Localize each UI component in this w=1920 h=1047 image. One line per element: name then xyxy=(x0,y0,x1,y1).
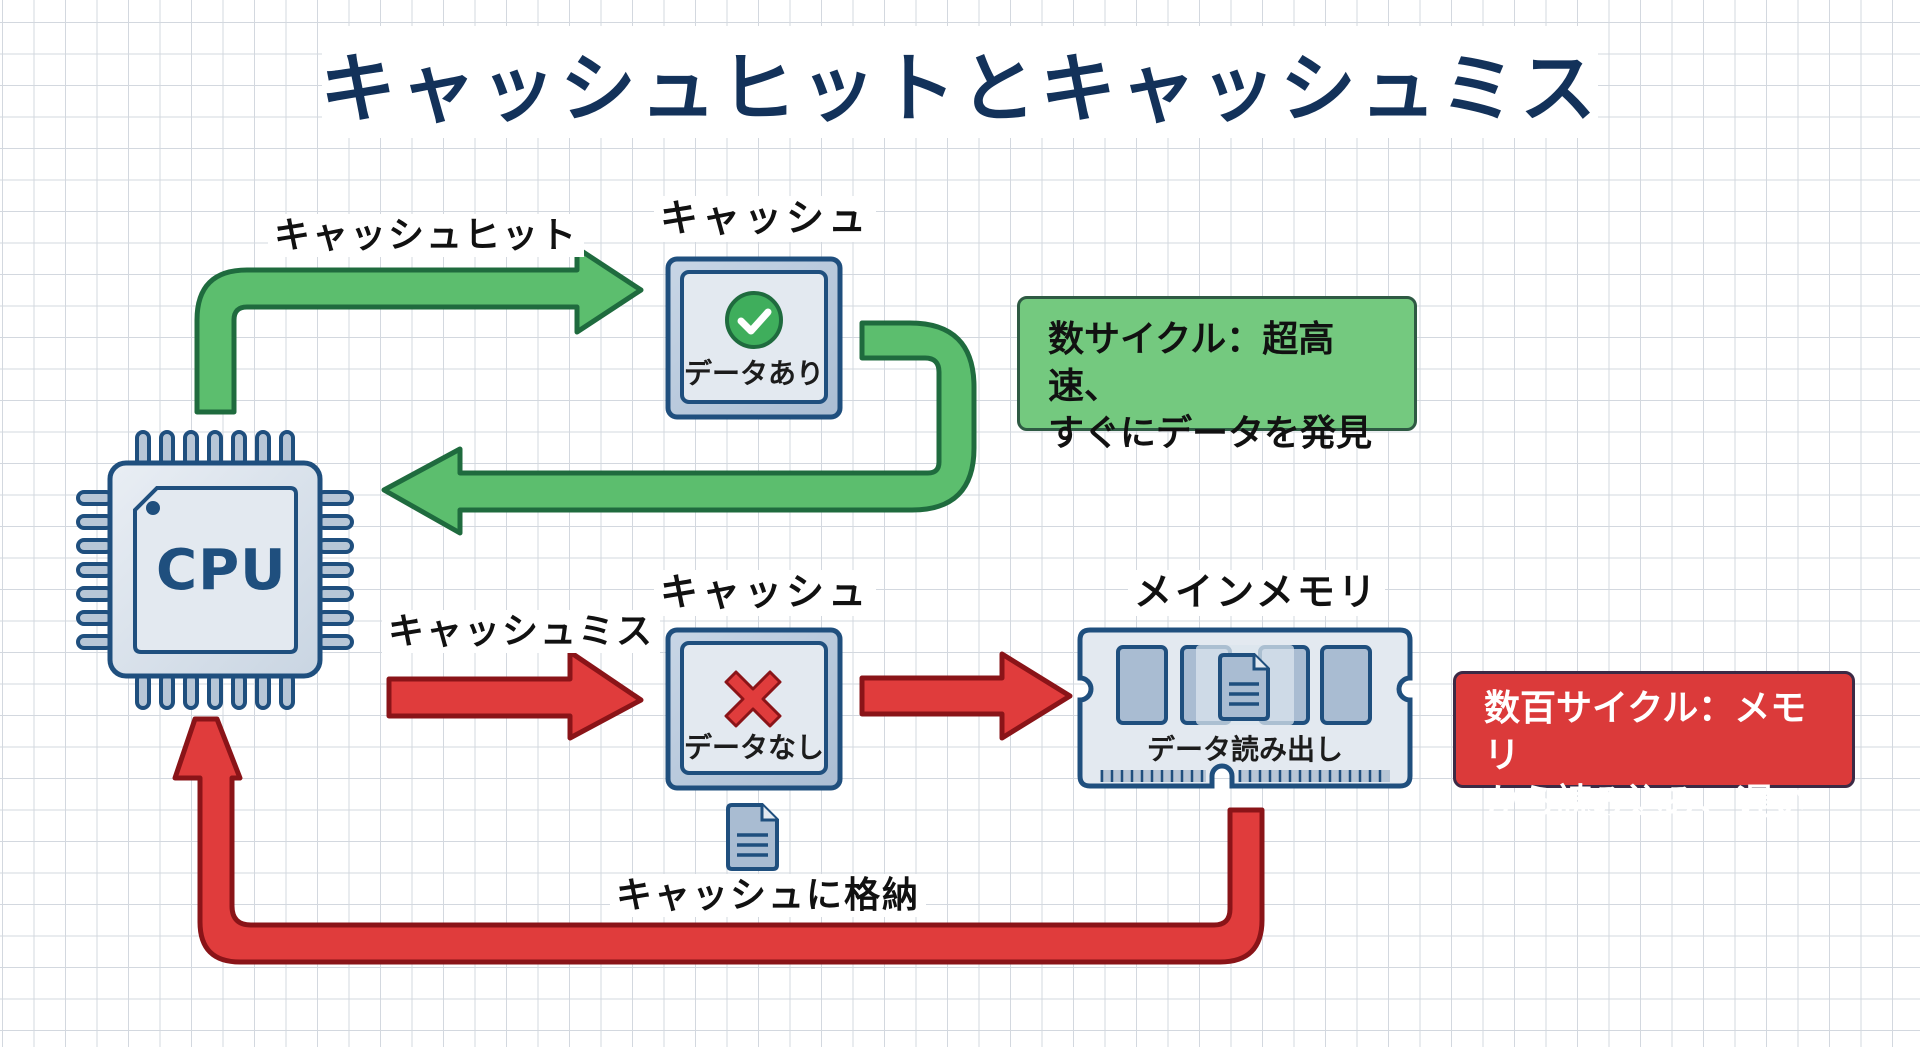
hit-cache-status: データあり xyxy=(683,357,824,390)
page-title: キャッシュヒットとキャッシュミス xyxy=(320,44,1600,133)
title-banner: キャッシュヒットとキャッシュミス xyxy=(320,26,1600,138)
store-in-cache-label: キャッシュに格納 xyxy=(610,874,927,918)
cache-miss-label: キャッシュミス xyxy=(382,610,661,654)
cpu-chip xyxy=(76,430,354,710)
miss-note-line-2: から読み込み、遅い xyxy=(1484,781,1809,823)
store-return-arrow xyxy=(172,716,1265,965)
miss-request-arrow xyxy=(386,649,644,741)
cache-hit-label: キャッシュヒット xyxy=(268,214,585,258)
miss-cache-box xyxy=(665,627,843,791)
miss-cache-title: キャッシュ xyxy=(654,570,877,616)
hit-cache-box xyxy=(665,256,843,420)
hit-note-line-1: 数サイクル：超高速、 xyxy=(1048,319,1335,407)
memory-contacts xyxy=(1100,770,1382,782)
miss-note: 数百サイクル：メモリ から読み込み、遅い xyxy=(1453,671,1855,823)
cpu-label: CPU xyxy=(156,538,287,603)
miss-cache-status: データなし xyxy=(683,731,824,764)
hit-return-arrow xyxy=(381,320,977,536)
document-icon xyxy=(726,803,779,871)
hit-note: 数サイクル：超高速、 すぐにデータを発見 xyxy=(1017,296,1417,454)
hit-note-line-2: すぐにデータを発見 xyxy=(1048,412,1373,454)
miss-note-line-1: 数百サイクル：メモリ xyxy=(1484,688,1807,776)
memory-status: データ読み出し xyxy=(1146,733,1343,766)
main-memory-module xyxy=(1077,627,1413,789)
hit-cache-title: キャッシュ xyxy=(654,196,877,242)
memory-document-icon xyxy=(1218,653,1270,721)
check-circle-icon xyxy=(725,291,783,349)
main-memory-title: メインメモリ xyxy=(1128,570,1385,616)
x-mark-icon xyxy=(724,670,782,728)
hit-request-arrow xyxy=(194,245,644,415)
pin1-dot xyxy=(146,501,160,515)
memory-fetch-arrow xyxy=(859,651,1073,741)
